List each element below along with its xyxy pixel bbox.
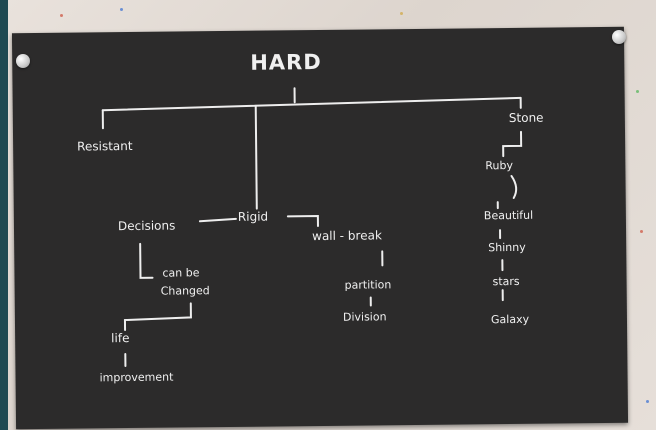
wall-dot — [60, 14, 63, 17]
wall-dot — [120, 8, 123, 11]
word-shinny: Shinny — [488, 240, 526, 255]
pushpin-left — [16, 54, 30, 68]
word-rigid: Rigid — [237, 209, 269, 224]
word-wall-break: wall - break — [312, 228, 382, 244]
word-can-be: can be — [162, 266, 200, 280]
word-life: life — [111, 331, 130, 346]
rigid-drop-line — [254, 105, 258, 210]
wall-dot — [640, 230, 643, 233]
word-stone: Stone — [508, 110, 544, 126]
main-branch-line — [101, 96, 522, 112]
chalkboard-poster: HARD Resistant Stone Decisions Rigid wal… — [11, 26, 629, 430]
word-partition: partition — [344, 278, 392, 292]
rigid-wall-line — [286, 215, 319, 228]
title-hard: HARD — [250, 49, 322, 75]
wall-dot — [646, 400, 649, 403]
word-beautiful: Beautiful — [483, 208, 534, 223]
stone-ruby-line — [502, 130, 523, 158]
word-resistant: Resistant — [77, 138, 133, 154]
word-decisions: Decisions — [117, 218, 176, 234]
wall-dot — [636, 90, 639, 93]
connector-lines — [101, 87, 523, 368]
word-division: Division — [342, 310, 387, 324]
word-stars: stars — [492, 274, 520, 289]
pushpin-right — [612, 30, 626, 44]
word-improvement: improvement — [99, 370, 174, 385]
word-changed: Changed — [160, 284, 210, 298]
word-ruby: Ruby — [485, 158, 514, 173]
decisions-bracket-line — [139, 242, 154, 279]
decisions-rigid-line — [198, 217, 237, 223]
frame-edge — [0, 0, 8, 430]
changed-life-line — [123, 302, 192, 332]
word-galaxy: Galaxy — [490, 312, 530, 327]
ruby-hook-line — [510, 174, 518, 199]
wall-dot — [400, 12, 403, 15]
